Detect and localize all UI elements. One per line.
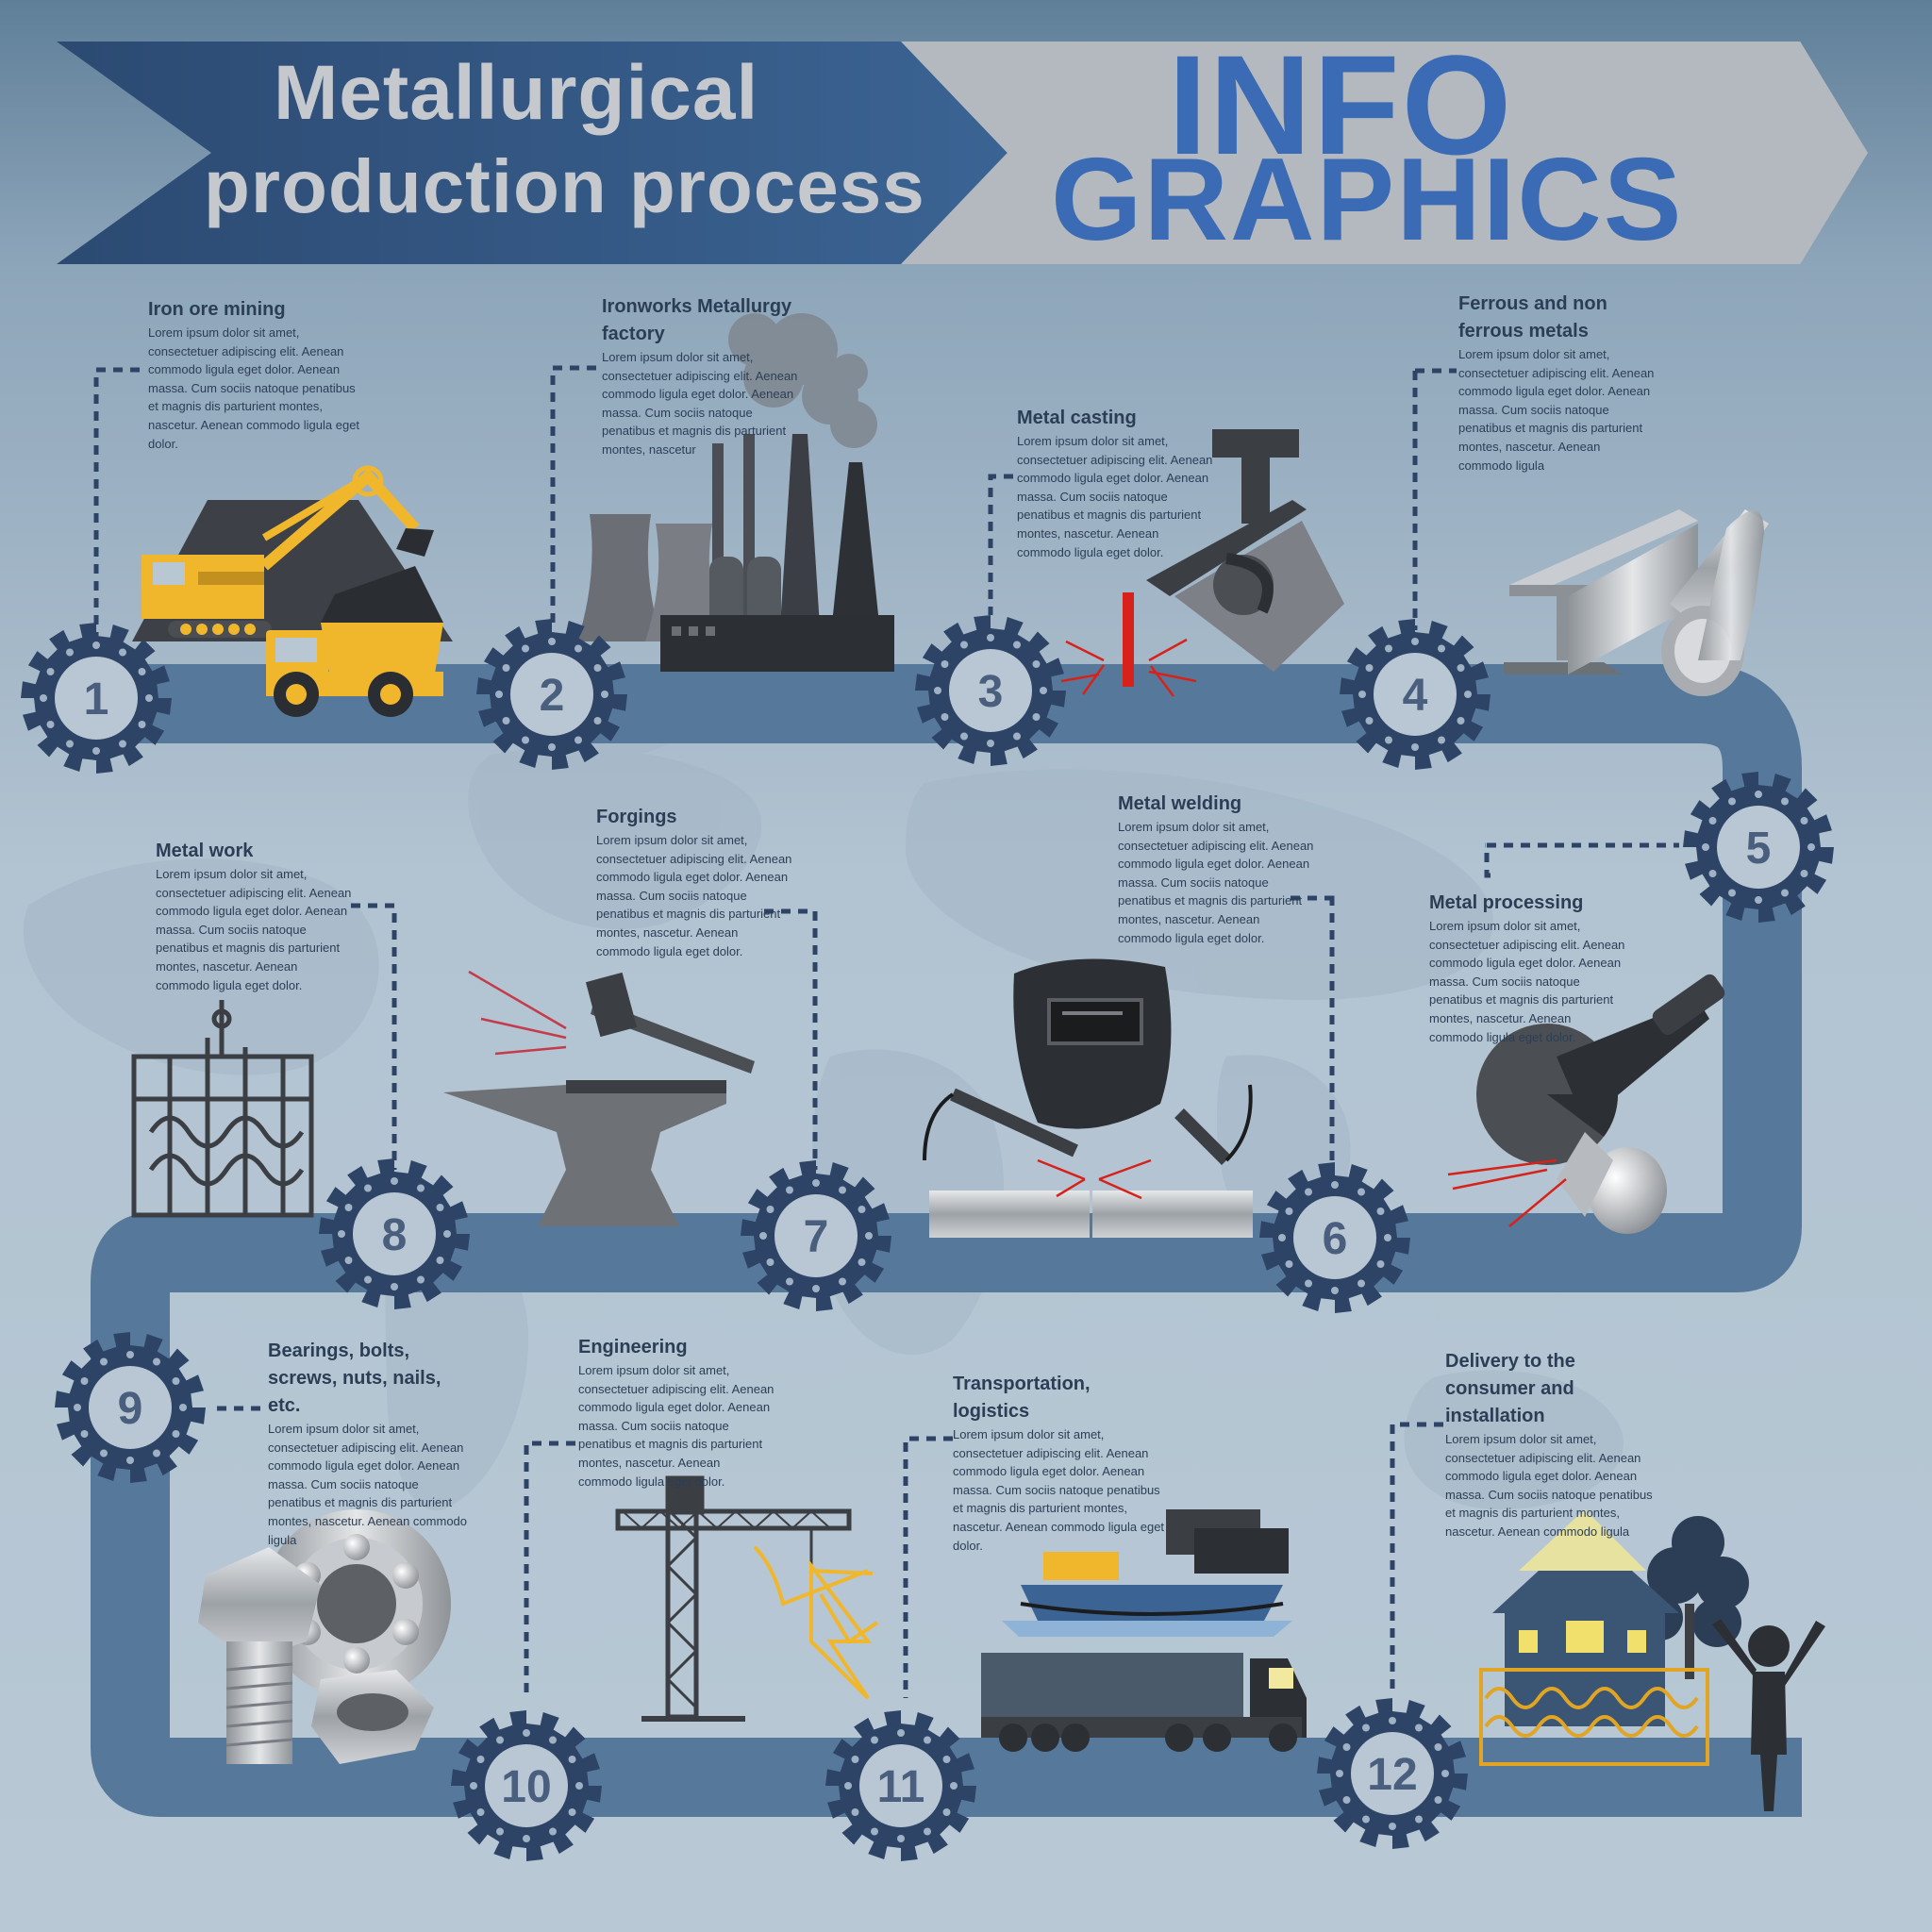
step-2-text: Lorem ipsum dolor sit amet, consectetuer… — [602, 350, 798, 457]
step-11-text: Lorem ipsum dolor sit amet, consectetuer… — [953, 1427, 1165, 1553]
step-12-block: Delivery to the consumer and installatio… — [1445, 1348, 1653, 1541]
step-7-text: Lorem ipsum dolor sit amet, consectetuer… — [596, 833, 792, 958]
gear-step-9: 9 — [55, 1332, 206, 1483]
gear-number-7: 7 — [804, 1212, 829, 1262]
pipe-icon — [1661, 509, 1769, 696]
gear-step-12: 12 — [1317, 1698, 1468, 1849]
step-3-block: Metal casting Lorem ipsum dolor sit amet… — [1017, 405, 1215, 561]
gear-number-5: 5 — [1746, 824, 1772, 874]
step-11-block: Transportation, logistics Lorem ipsum do… — [953, 1371, 1165, 1555]
gear-number-8: 8 — [382, 1210, 408, 1260]
info-title-line2: GRAPHICS — [1051, 135, 1684, 265]
bearing-icon — [262, 1509, 451, 1698]
step-5-title: Metal processing — [1429, 892, 1584, 913]
anvil-icon — [443, 1080, 726, 1226]
house-icon — [1492, 1509, 1679, 1726]
gear-number-10: 10 — [501, 1762, 551, 1812]
step-5-text: Lorem ipsum dolor sit amet, consectetuer… — [1429, 919, 1625, 1044]
gear-number-4: 4 — [1403, 671, 1428, 721]
gear-step-2: 2 — [476, 619, 627, 770]
process-track — [91, 664, 1802, 1817]
header-banner-left — [57, 42, 1024, 264]
factory-icon — [577, 313, 894, 672]
gear-number-6: 6 — [1323, 1214, 1348, 1264]
gear-step-8: 8 — [319, 1158, 470, 1309]
oil-pump-icon — [753, 1545, 879, 1700]
welding-mask-icon — [923, 958, 1253, 1238]
gear-number-12: 12 — [1367, 1750, 1417, 1800]
step-4-text: Lorem ipsum dolor sit amet, consectetuer… — [1458, 347, 1655, 473]
step-7-block: Forgings Lorem ipsum dolor sit amet, con… — [596, 804, 794, 960]
gear-step-4: 4 — [1340, 619, 1491, 770]
step-8-text: Lorem ipsum dolor sit amet, consectetuer… — [156, 867, 352, 992]
step-7-title: Forgings — [596, 807, 677, 827]
hammer-icon — [468, 970, 755, 1074]
step-9-text: Lorem ipsum dolor sit amet, consectetuer… — [268, 1422, 468, 1547]
dump-truck-icon — [266, 566, 443, 717]
info-title-line1: INFO — [1168, 25, 1514, 184]
step-10-block: Engineering Lorem ipsum dolor sit amet, … — [578, 1334, 776, 1491]
step-12-text: Lorem ipsum dolor sit amet, consectetuer… — [1445, 1432, 1653, 1539]
step-6-title: Metal welding — [1118, 793, 1242, 814]
gear-number-2: 2 — [540, 671, 565, 721]
steel-beam-icon — [1504, 509, 1698, 675]
gear-step-3: 3 — [915, 615, 1066, 766]
page-title-line2: production process — [204, 144, 925, 228]
step-4-block: Ferrous and non ferrous metals Lorem ips… — [1458, 291, 1657, 475]
step-6-text: Lorem ipsum dolor sit amet, consectetuer… — [1118, 820, 1314, 945]
step-5-block: Metal processing Lorem ipsum dolor sit a… — [1429, 890, 1627, 1046]
step-8-title: Metal work — [156, 841, 254, 861]
truck-icon — [981, 1653, 1307, 1752]
gear-number-1: 1 — [84, 675, 109, 724]
angle-grinder-icon — [1447, 974, 1725, 1234]
step-6-block: Metal welding Lorem ipsum dolor sit amet… — [1118, 791, 1316, 947]
cargo-ship-icon — [1002, 1509, 1292, 1637]
gear-number-9: 9 — [118, 1384, 143, 1434]
tower-crane-icon — [615, 1475, 852, 1722]
yellow-fence-icon — [1479, 1668, 1709, 1766]
step-9-block: Bearings, bolts, screws, nuts, nails, et… — [268, 1338, 471, 1549]
nut-icon — [311, 1670, 434, 1764]
step-8-block: Metal work Lorem ipsum dolor sit amet, c… — [156, 838, 354, 994]
iron-gate-icon — [131, 1000, 314, 1218]
header-banner-right — [901, 42, 1868, 264]
gear-step-7: 7 — [741, 1160, 891, 1311]
step-3-text: Lorem ipsum dolor sit amet, consectetuer… — [1017, 434, 1213, 559]
step-1-text: Lorem ipsum dolor sit amet, consectetuer… — [148, 325, 360, 451]
gear-number-11: 11 — [877, 1762, 925, 1812]
page-title-line1: Metallurgical — [274, 50, 759, 136]
step-1-title: Iron ore mining — [148, 299, 286, 320]
dashed-connectors — [93, 365, 1679, 1698]
step-3-title: Metal casting — [1017, 408, 1137, 428]
step-10-title: Engineering — [578, 1337, 688, 1357]
bolt-icon — [198, 1547, 321, 1764]
gear-step-11: 11 — [825, 1710, 976, 1861]
step-1-block: Iron ore mining Lorem ipsum dolor sit am… — [148, 296, 365, 453]
ladle-icon — [1060, 429, 1344, 697]
step-9-title: Bearings, bolts, screws, nuts, nails, et… — [268, 1341, 441, 1416]
gear-step-10: 10 — [451, 1710, 602, 1861]
step-10-text: Lorem ipsum dolor sit amet, consectetuer… — [578, 1363, 774, 1489]
gear-number-3: 3 — [978, 667, 1004, 717]
gear-step-5: 5 — [1683, 772, 1834, 923]
step-2-title: Ironworks Metallurgy factory — [602, 296, 792, 344]
person-icon — [1712, 1619, 1825, 1811]
gear-step-1: 1 — [21, 623, 172, 774]
step-11-title: Transportation, logistics — [953, 1374, 1091, 1422]
step-4-title: Ferrous and non ferrous metals — [1458, 293, 1607, 341]
step-12-title: Delivery to the consumer and installatio… — [1445, 1351, 1575, 1426]
gear-step-6: 6 — [1259, 1162, 1410, 1313]
step-2-block: Ironworks Metallurgy factory Lorem ipsum… — [602, 293, 800, 459]
